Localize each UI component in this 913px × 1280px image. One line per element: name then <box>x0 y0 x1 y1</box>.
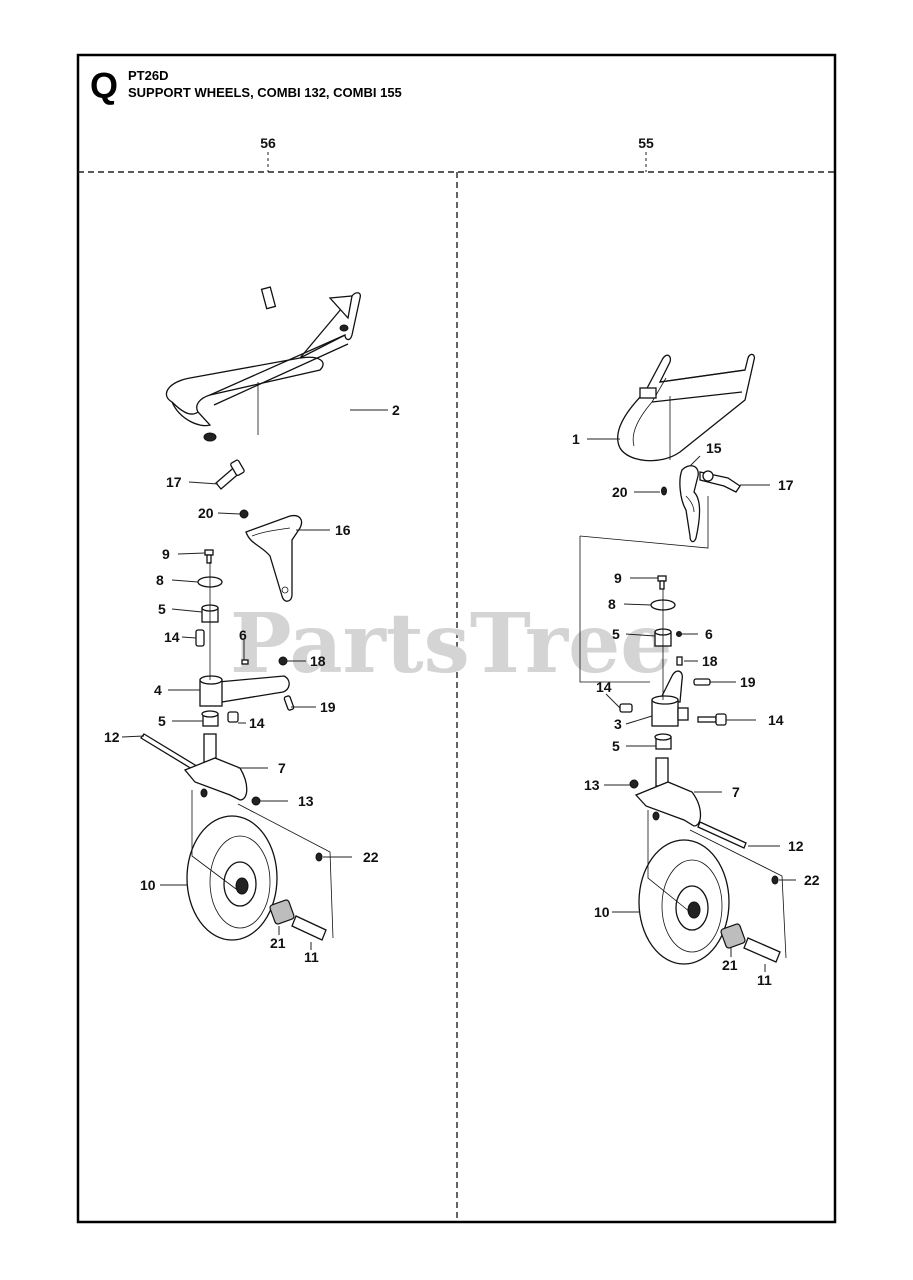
callout-13r: 13 <box>584 777 600 793</box>
callout-5br: 5 <box>612 738 620 754</box>
assembly-left <box>140 286 362 941</box>
callout-11: 11 <box>304 949 319 965</box>
callout-6: 6 <box>239 627 247 643</box>
callout-5r: 5 <box>612 626 620 642</box>
callout-20r: 20 <box>612 484 628 500</box>
callout-17: 17 <box>166 474 182 490</box>
part-pin-6-right <box>676 631 682 637</box>
callout-1: 1 <box>572 431 580 447</box>
leaders-left <box>121 409 388 950</box>
part-nut-18-right <box>676 656 683 666</box>
part-bolt-14-left-right <box>619 703 633 713</box>
part-bushing-5-lower-right <box>654 733 672 750</box>
part-lever-left <box>215 459 245 490</box>
part-wheel-right <box>638 839 730 965</box>
part-bracket-left <box>245 514 303 602</box>
part-wheel-left <box>186 815 278 941</box>
callouts-left: 2 17 20 16 9 8 5 14 6 18 4 19 5 14 12 7 … <box>104 402 400 965</box>
callout-13: 13 <box>298 793 314 809</box>
callout-6r: 6 <box>705 626 713 642</box>
callout-16: 16 <box>335 522 351 538</box>
callout-19r: 19 <box>740 674 756 690</box>
part-washer-22a-right <box>652 811 660 821</box>
leaders-right <box>587 438 796 972</box>
callout-22r: 22 <box>804 872 820 888</box>
callout-7: 7 <box>278 760 286 776</box>
part-swivel-right <box>651 670 689 727</box>
callout-14br: 14 <box>768 712 784 728</box>
callout-18r: 18 <box>702 653 718 669</box>
assembly-right <box>579 353 787 965</box>
callout-10r: 10 <box>594 904 610 920</box>
callout-12: 12 <box>104 729 120 745</box>
part-bolt-9-left <box>204 549 214 564</box>
part-axle-bolt-left <box>140 733 201 773</box>
callout-17r: 17 <box>778 477 794 493</box>
part-washer-22b-right <box>771 875 779 885</box>
part-bolt-14-lower-left <box>227 711 239 723</box>
part-bolt-14-upper-left <box>195 629 205 647</box>
part-spacer-right <box>743 937 781 963</box>
part-washer-22a-left <box>200 788 208 798</box>
part-bolt-19-right <box>693 678 711 686</box>
part-nut-20-left <box>239 509 249 519</box>
callout-21: 21 <box>270 935 286 951</box>
part-lever-right <box>699 470 741 493</box>
callout-5b: 5 <box>158 713 166 729</box>
part-pin-6-left <box>241 659 249 665</box>
column-code-right: 55 <box>638 135 654 151</box>
part-handle-frame-right <box>616 353 756 462</box>
callout-19: 19 <box>320 699 336 715</box>
part-washer-22b-left <box>315 852 323 862</box>
callout-8: 8 <box>156 572 164 588</box>
callout-3: 3 <box>614 716 622 732</box>
callout-10: 10 <box>140 877 156 893</box>
part-fork-right <box>634 757 702 827</box>
callout-11r: 11 <box>757 972 772 988</box>
callout-14r: 14 <box>596 679 612 695</box>
column-code-left: 56 <box>260 135 276 151</box>
model-code: PT26D <box>128 68 168 83</box>
part-bearing-left <box>269 899 295 925</box>
callout-4: 4 <box>154 682 162 698</box>
callout-5: 5 <box>158 601 166 617</box>
callout-9r: 9 <box>614 570 622 586</box>
callouts-right: 1 15 17 20 9 8 5 6 18 14 19 3 14 5 13 7 … <box>572 431 820 988</box>
part-handle-frame-left <box>165 286 362 442</box>
part-axle-bolt-right <box>697 821 747 849</box>
callout-14: 14 <box>164 629 180 645</box>
callout-14b: 14 <box>249 715 265 731</box>
part-bolt-19-left <box>283 695 295 711</box>
section-letter: Q <box>90 65 118 106</box>
page-frame <box>76 53 837 1224</box>
part-nut-20-right <box>661 486 667 496</box>
callout-18: 18 <box>310 653 326 669</box>
part-nut-13-left <box>251 796 261 806</box>
callout-7r: 7 <box>732 784 740 800</box>
part-bushing-5-lower-left <box>201 710 219 727</box>
callout-12r: 12 <box>788 838 804 854</box>
part-fork-left <box>183 733 248 801</box>
part-bolt-9-right <box>657 575 667 590</box>
part-nut-18-left <box>278 656 288 666</box>
part-bolt-14-right-right <box>697 713 727 726</box>
callout-22: 22 <box>363 849 379 865</box>
part-bracket-right <box>679 465 701 543</box>
part-spacer-left <box>291 915 327 941</box>
part-swivel-arm-left <box>199 675 290 707</box>
callout-21r: 21 <box>722 957 738 973</box>
part-nut-13-right <box>629 779 639 789</box>
callout-8r: 8 <box>608 596 616 612</box>
watermark: PartsTree <box>230 596 672 692</box>
callout-2: 2 <box>392 402 400 418</box>
part-bearing-right <box>720 923 746 949</box>
callout-20: 20 <box>198 505 214 521</box>
callout-9: 9 <box>162 546 170 562</box>
callout-15: 15 <box>706 440 722 456</box>
diagram-title: SUPPORT WHEELS, COMBI 132, COMBI 155 <box>128 85 402 100</box>
